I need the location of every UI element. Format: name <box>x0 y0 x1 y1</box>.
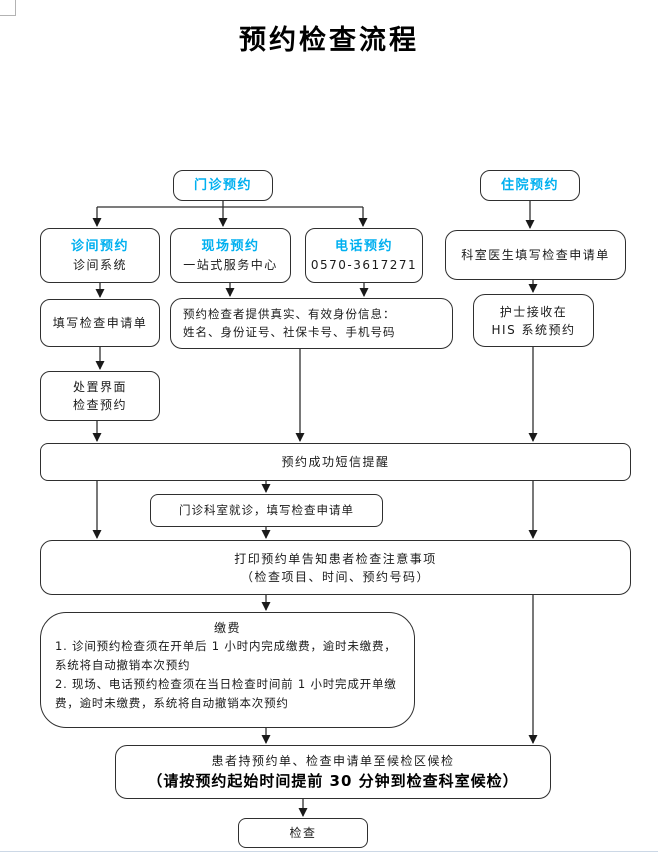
flow-node-sms-reminder: 预约成功短信提醒 <box>40 443 631 481</box>
flow-node-outpatient-appointment: 门诊预约 <box>173 170 273 201</box>
node-label: 填写检查申请单 <box>52 316 148 330</box>
flow-node-wait-for-examination: 患者持预约单、检查申请单至候检区候检 （请按预约起始时间提前 30 分钟到检查科… <box>115 745 551 799</box>
flow-node-print-slip-notice: 打印预约单告知患者检查注意事项 （检查项目、时间、预约号码） <box>40 540 631 595</box>
node-line1: 患者持预约单、检查申请单至候检区候检 <box>211 753 455 768</box>
node-line2-emphasis: （请按预约起始时间提前 30 分钟到检查科室候检） <box>147 771 519 790</box>
node-line1: 护士接收在 <box>499 304 568 319</box>
node-title: 诊间预约 <box>70 238 129 254</box>
node-line2: HIS 系统预约 <box>491 322 576 337</box>
flow-node-provide-identity-info: 预约检查者提供真实、有效身份信息： 姓名、身份证号、社保卡号、手机号码 <box>170 298 453 349</box>
node-label: 科室医生填写检查申请单 <box>461 248 610 262</box>
page-corner-mark <box>0 15 16 16</box>
flow-node-payment-rules: 缴费 1. 诊间预约检查须在开单后 1 小时内完成缴费，逾时未缴费，系统将自动撤… <box>40 612 415 728</box>
flow-node-nurse-his-booking: 护士接收在 HIS 系统预约 <box>473 294 594 347</box>
node-label: 检查 <box>289 826 317 840</box>
flow-node-fill-request-form: 填写检查申请单 <box>40 299 160 347</box>
node-line2: （检查项目、时间、预约号码） <box>240 569 430 584</box>
node-label: 门诊科室就诊，填写检查申请单 <box>179 502 354 517</box>
node-title: 现场预约 <box>201 238 260 254</box>
payment-rule-1: 1. 诊间预约检查须在开单后 1 小时内完成缴费，逾时未缴费，系统将自动撤销本次… <box>55 639 397 672</box>
page-title: 预约检查流程 <box>239 25 419 56</box>
node-line2: 姓名、身份证号、社保卡号、手机号码 <box>183 324 396 339</box>
node-line1: 处置界面 <box>72 380 127 394</box>
node-subtitle: 诊间系统 <box>72 258 127 273</box>
node-line1: 预约检查者提供真实、有效身份信息： <box>183 307 396 322</box>
payment-rule-2: 2. 现场、电话预约检查须在当日检查时间前 1 小时完成开单缴费，逾时未缴费，系… <box>55 677 397 710</box>
node-label: 住院预约 <box>500 177 559 193</box>
node-phone-number: 0570-3617271 <box>310 258 418 273</box>
flow-node-examination: 检查 <box>238 818 368 848</box>
flow-node-inpatient-appointment: 住院预约 <box>480 170 580 201</box>
page-corner-mark <box>15 0 16 15</box>
flow-node-clinic-room-appointment: 诊间预约 诊间系统 <box>40 228 160 283</box>
flow-node-outpatient-visit-fill-form: 门诊科室就诊，填写检查申请单 <box>150 494 383 527</box>
flow-node-disposal-screen-booking: 处置界面 检查预约 <box>40 371 160 421</box>
node-title: 电话预约 <box>334 238 393 254</box>
node-subtitle: 一站式服务中心 <box>183 258 278 273</box>
node-label: 门诊预约 <box>193 177 252 193</box>
node-label: 预约成功短信提醒 <box>281 455 390 469</box>
flow-node-onsite-appointment: 现场预约 一站式服务中心 <box>170 228 291 283</box>
node-line1: 打印预约单告知患者检查注意事项 <box>234 551 437 566</box>
node-title: 缴费 <box>213 621 241 635</box>
node-line2: 检查预约 <box>72 398 127 412</box>
flow-node-phone-appointment: 电话预约 0570-3617271 <box>305 228 423 283</box>
flow-node-doctor-fills-request-form: 科室医生填写检查申请单 <box>445 230 626 280</box>
page-boundary-line <box>0 851 658 852</box>
